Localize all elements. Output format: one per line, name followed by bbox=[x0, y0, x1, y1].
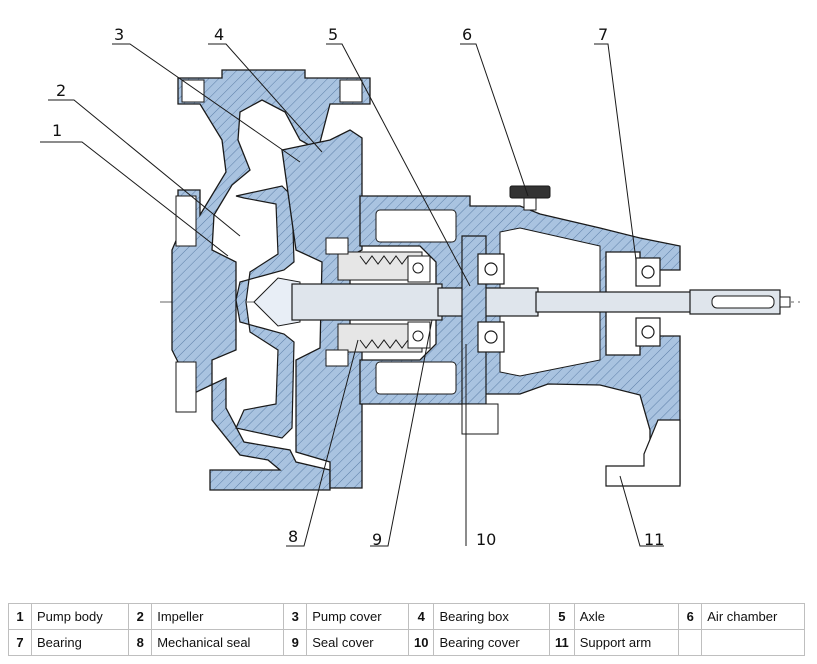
callout-numbers: 1 2 3 4 5 6 7 8 9 10 11 bbox=[52, 25, 664, 549]
legend-label: Mechanical seal bbox=[151, 629, 285, 656]
legend-number: 2 bbox=[128, 603, 153, 630]
callout-7: 7 bbox=[598, 25, 608, 44]
impeller bbox=[235, 185, 301, 439]
callout-3: 3 bbox=[114, 25, 124, 44]
legend-label: Bearing box bbox=[433, 603, 550, 630]
legend-row: 1 Pump body 2 Impeller 3 Pump cover 4 Be… bbox=[8, 603, 805, 630]
callout-5: 5 bbox=[328, 25, 338, 44]
legend-label: Support arm bbox=[573, 629, 680, 656]
parts-legend-table: 1 Pump body 2 Impeller 3 Pump cover 4 Be… bbox=[8, 603, 805, 656]
callout-2: 2 bbox=[56, 81, 66, 100]
callout-10: 10 bbox=[476, 530, 496, 549]
pump-cross-section-drawing: 1 2 3 4 5 6 7 8 9 10 11 bbox=[40, 25, 800, 549]
legend-label: Air chamber bbox=[701, 603, 805, 630]
legend-label: Impeller bbox=[151, 603, 285, 630]
legend-number: 3 bbox=[283, 603, 308, 630]
axle bbox=[291, 283, 791, 321]
callout-6: 6 bbox=[462, 25, 472, 44]
seal-cover bbox=[407, 255, 431, 349]
callout-leaders bbox=[40, 43, 664, 547]
callout-4: 4 bbox=[214, 25, 224, 44]
legend-number: 9 bbox=[283, 629, 308, 656]
legend-row: 7 Bearing 8 Mechanical seal 9 Seal cover… bbox=[8, 629, 805, 656]
support-arm bbox=[605, 419, 681, 487]
air-chamber bbox=[509, 185, 551, 211]
legend-label: Seal cover bbox=[306, 629, 409, 656]
legend-label: Axle bbox=[573, 603, 680, 630]
legend-label bbox=[701, 629, 805, 656]
legend-number: 7 bbox=[8, 629, 32, 656]
callout-8: 8 bbox=[288, 527, 298, 546]
legend-label: Pump body bbox=[30, 603, 130, 630]
legend-number: 5 bbox=[548, 603, 575, 630]
bearings bbox=[477, 253, 661, 353]
legend-label: Bearing bbox=[30, 629, 130, 656]
callout-1: 1 bbox=[52, 121, 62, 140]
legend-number bbox=[678, 629, 703, 656]
legend-number: 11 bbox=[548, 629, 575, 656]
legend-number: 1 bbox=[8, 603, 32, 630]
legend-number: 8 bbox=[128, 629, 153, 656]
legend-label: Pump cover bbox=[306, 603, 409, 630]
legend-number: 6 bbox=[678, 603, 703, 630]
callout-11: 11 bbox=[644, 530, 664, 549]
callout-9: 9 bbox=[372, 530, 382, 549]
legend-label: Bearing cover bbox=[433, 629, 550, 656]
legend-number: 10 bbox=[407, 629, 435, 656]
legend-number: 4 bbox=[407, 603, 435, 630]
